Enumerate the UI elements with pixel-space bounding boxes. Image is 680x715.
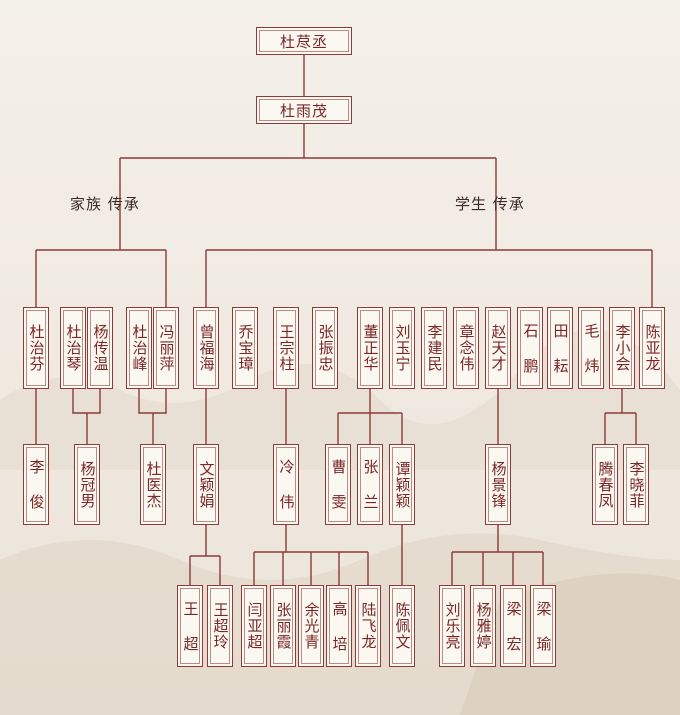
person-node: 石 鹏 — [517, 307, 543, 389]
person-node: 杜医杰 — [140, 444, 166, 525]
person-node: 王 超 — [177, 585, 203, 667]
person-node: 王超玲 — [207, 585, 233, 667]
person-node: 张 兰 — [357, 444, 383, 525]
person-node: 曹 雯 — [325, 444, 351, 525]
person-node: 杨雅婷 — [470, 585, 496, 667]
person-node: 刘乐亮 — [439, 585, 465, 667]
root-node: 杜荩丞 — [256, 27, 352, 55]
person-node: 李建民 — [421, 307, 447, 389]
person-node: 陆飞龙 — [355, 585, 381, 667]
person-node: 文颖娟 — [193, 444, 219, 525]
person-node: 陈佩文 — [389, 585, 415, 667]
person-node: 闫亚超 — [241, 585, 267, 667]
person-node: 杜治峰 — [126, 307, 152, 389]
person-node: 谭颖颖 — [389, 444, 415, 525]
person-node: 李小会 — [609, 307, 635, 389]
person-node: 陈亚龙 — [639, 307, 665, 389]
person-node: 高 培 — [326, 585, 352, 667]
person-node: 杨冠男 — [74, 444, 100, 525]
second-node: 杜雨茂 — [256, 96, 352, 124]
person-node: 刘玉宁 — [389, 307, 415, 389]
person-node: 李晓菲 — [623, 444, 649, 525]
person-node: 张振忠 — [312, 307, 338, 389]
person-node: 冯丽萍 — [153, 307, 179, 389]
person-node: 腾春凤 — [592, 444, 618, 525]
person-node: 张丽霞 — [270, 585, 296, 667]
person-node: 杨传温 — [87, 307, 113, 389]
person-node: 杜治琴 — [60, 307, 86, 389]
person-node: 董正华 — [357, 307, 383, 389]
person-node: 冷 伟 — [273, 444, 299, 525]
branch-label-students: 学生 传承 — [455, 195, 525, 213]
person-node: 余光青 — [298, 585, 324, 667]
person-node: 毛 炜 — [578, 307, 604, 389]
person-node: 杜治芬 — [23, 307, 49, 389]
person-node: 梁 宏 — [500, 585, 526, 667]
person-node: 章念伟 — [453, 307, 479, 389]
person-node: 赵天才 — [485, 307, 511, 389]
person-node: 杨景锋 — [485, 444, 511, 525]
person-node: 乔宝璋 — [232, 307, 258, 389]
person-node: 田 耘 — [547, 307, 573, 389]
person-node: 梁 瑜 — [530, 585, 556, 667]
person-node: 王宗柱 — [273, 307, 299, 389]
person-node: 曾福海 — [193, 307, 219, 389]
person-node: 李 俊 — [23, 444, 49, 525]
branch-label-family: 家族 传承 — [70, 195, 140, 213]
